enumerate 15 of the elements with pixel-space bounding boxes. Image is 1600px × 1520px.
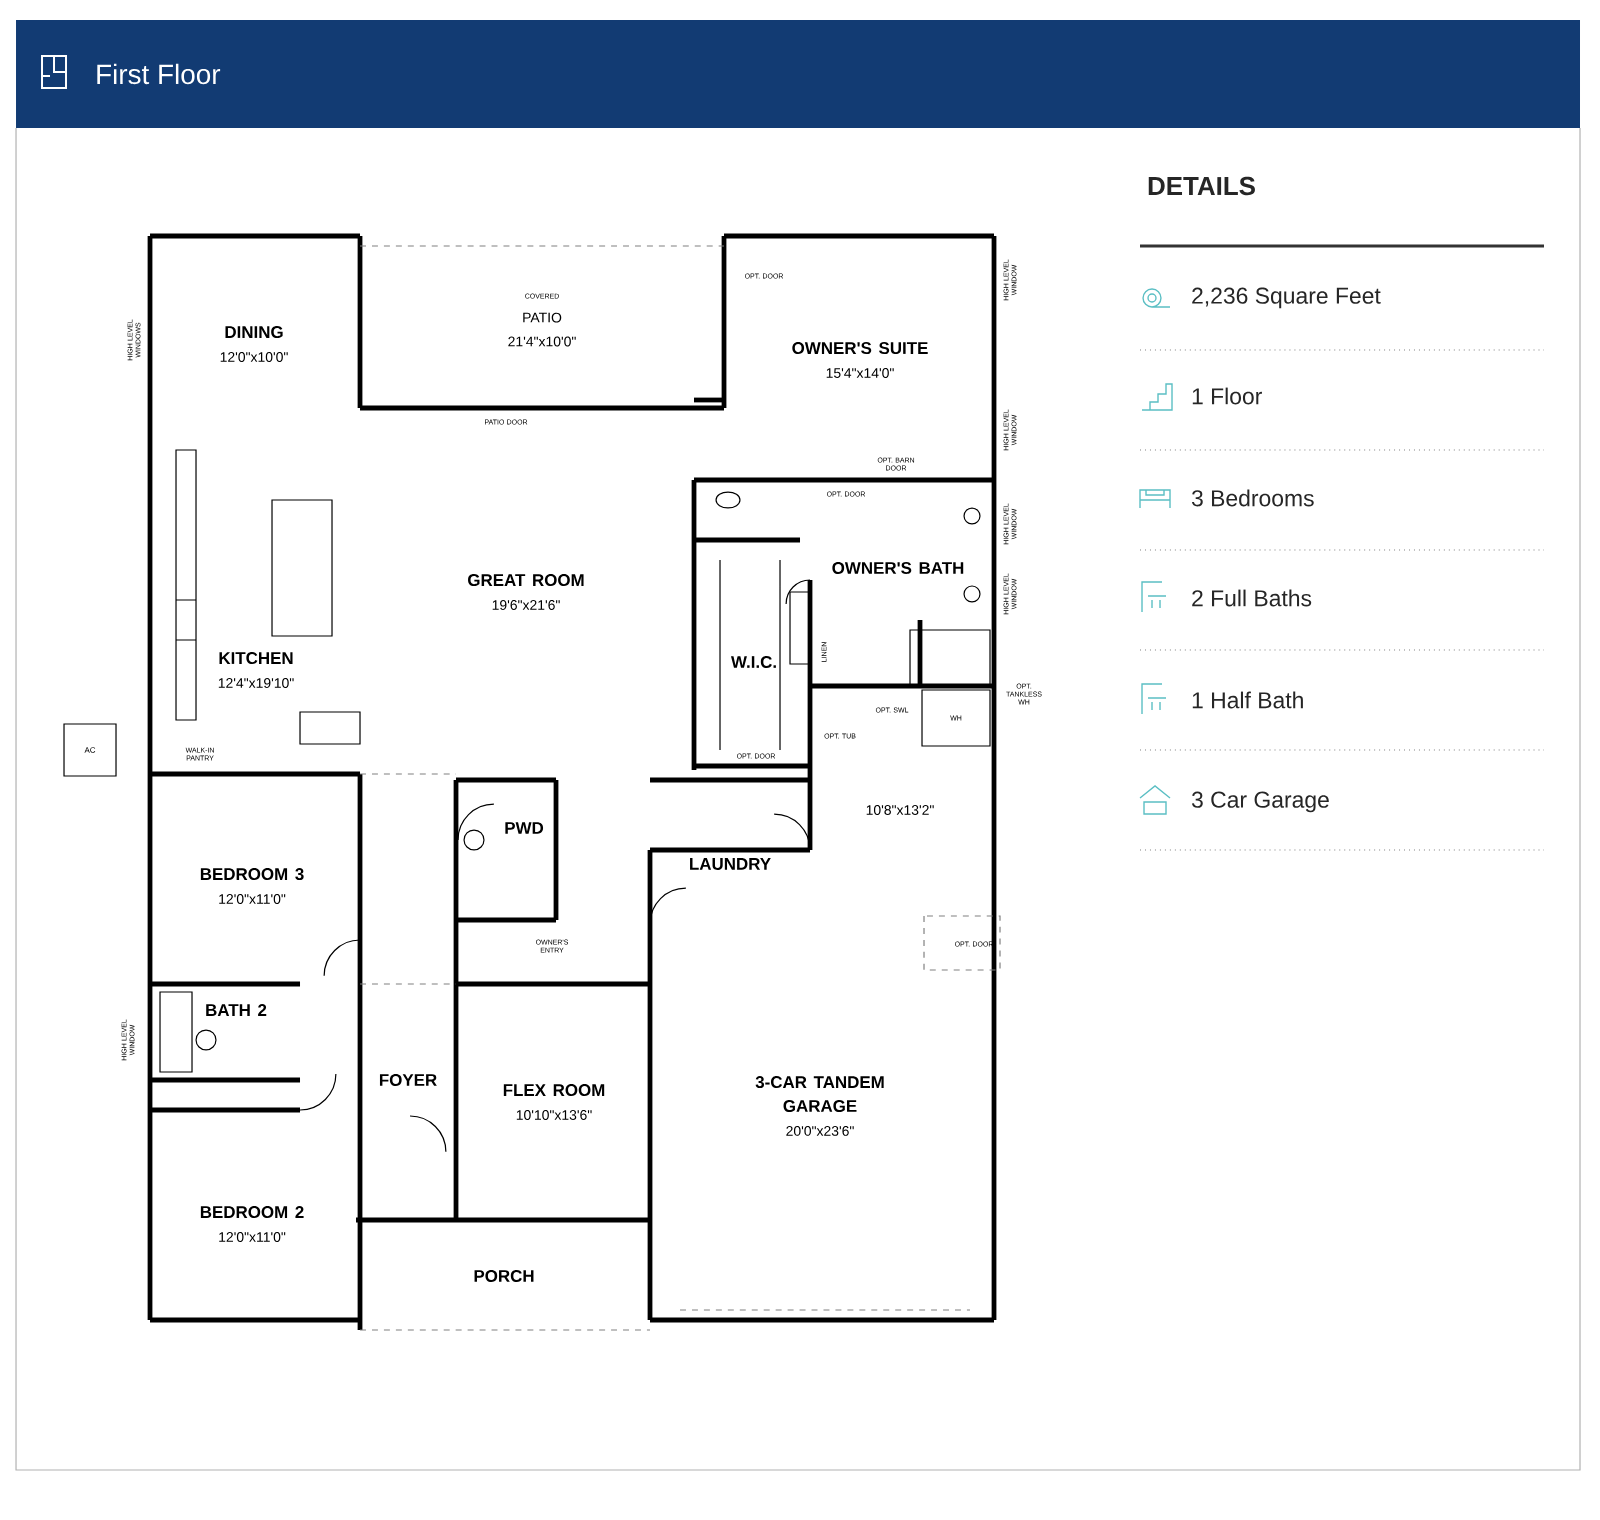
detail-item: 3 Bedrooms [1191,489,1314,507]
room-label: BATH 2 [206,1004,267,1016]
detail-item: 3 Car Garage [1191,791,1329,813]
room-label: PWD [505,822,544,834]
room-label: OWNER'S BATH [832,562,964,574]
detail-item: 2,236 Square Feet [1192,287,1381,309]
detail-item: 2 Full Baths [1192,589,1312,607]
room-label: W.I.C. [731,656,776,668]
details-heading: DETAILS [1148,176,1255,196]
room-label: LAUNDRY [690,858,771,870]
detail-item: 1 Floor [1192,387,1262,405]
room-label: FOYER [379,1074,437,1086]
title: First Floor [97,63,221,85]
detail-item: 1 Half Bath [1192,691,1303,709]
room-label: PORCH [474,1270,534,1282]
